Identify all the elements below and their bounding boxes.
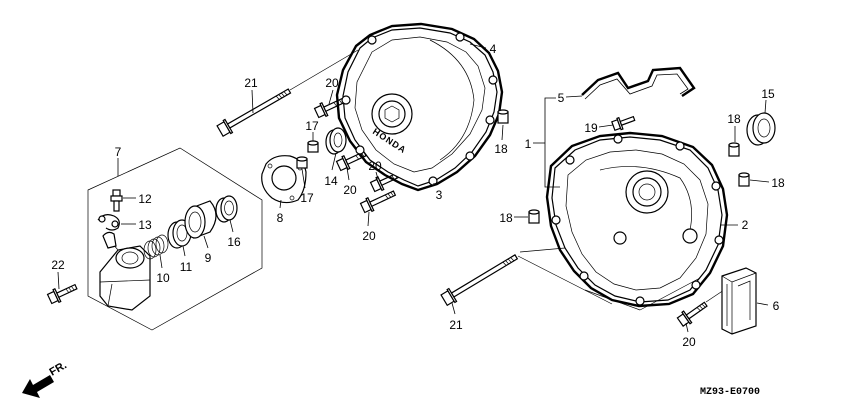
sleeve-9	[184, 200, 217, 239]
long-bolt-21-top	[216, 88, 292, 138]
callout-20-bottom: 20	[682, 335, 696, 349]
clutch-slave-cylinder-7	[99, 231, 151, 311]
callout-10: 10	[156, 271, 170, 285]
clutch-cover-2	[545, 131, 729, 308]
callout-20-low: 20	[362, 229, 376, 243]
bolt-20-low	[359, 190, 397, 214]
callout-19: 19	[584, 121, 598, 135]
guide-line	[289, 49, 359, 91]
callout-20-mid: 20	[343, 183, 357, 197]
callout-9: 9	[205, 251, 212, 265]
bleeder-screw-12	[110, 189, 123, 212]
callout-3: 3	[436, 188, 443, 202]
bolt-22	[46, 283, 78, 305]
callout-18-cover: 18	[494, 142, 508, 156]
callout-18-right: 18	[771, 176, 785, 190]
long-bolt-21-bottom	[440, 254, 519, 307]
callout-18-left: 18	[499, 211, 513, 225]
assembly-guide-lines	[517, 247, 725, 311]
callout-2: 2	[742, 218, 749, 232]
rubber-cover-6	[721, 267, 757, 335]
callout-21-top: 21	[244, 76, 258, 90]
front-direction-indicator: FR.	[22, 359, 69, 398]
callout-17-top: 17	[305, 119, 319, 133]
oil-seal-14	[325, 127, 347, 155]
gasket-8	[261, 155, 307, 204]
bolt-20-top	[313, 97, 345, 119]
dowel-pin-17-low	[296, 156, 308, 169]
front-direction-label: FR.	[48, 359, 69, 378]
callout-22: 22	[51, 258, 65, 272]
callout-12: 12	[138, 192, 152, 206]
callout-labels: 4 21 20 17 18 5 1 19 15 18 18 7 12 13 22…	[51, 42, 785, 349]
callout-21-bottom: 21	[449, 318, 463, 332]
callout-7: 7	[115, 145, 122, 159]
bolt-19	[611, 115, 636, 132]
dowel-pin-18-left	[528, 209, 540, 224]
oil-seal-15	[746, 112, 776, 146]
cover-gasket-4	[335, 22, 504, 192]
bearing-16	[215, 195, 238, 223]
dowel-pin-18-upper-right	[728, 142, 740, 157]
diagram-code: MZ93-E0700	[700, 387, 760, 398]
callout-5: 5	[558, 91, 565, 105]
callout-4: 4	[490, 42, 497, 56]
wire-guide-bracket-5	[581, 66, 696, 100]
callout-20-mid2: 20	[368, 159, 382, 173]
callout-18-upper-right: 18	[727, 112, 741, 126]
callout-11: 11	[180, 260, 193, 274]
front-arrow-icon	[22, 375, 54, 398]
bolt-20-bottom	[676, 301, 708, 327]
callout-20-top: 20	[325, 76, 339, 90]
callout-16: 16	[227, 235, 241, 249]
callout-13: 13	[138, 218, 152, 232]
callout-14: 14	[324, 174, 338, 188]
dowel-pin-18-cover	[497, 109, 509, 124]
callout-17-low: 17	[300, 191, 314, 205]
right-crankcase-cover-3: HONDA	[335, 22, 504, 192]
dowel-pin-17-top	[307, 140, 319, 153]
leader-lines	[57, 43, 770, 333]
callout-8: 8	[277, 211, 284, 225]
spring-10	[143, 234, 169, 260]
callout-6: 6	[773, 299, 780, 313]
callout-15: 15	[761, 87, 775, 101]
callout-1: 1	[525, 137, 532, 151]
hose-clip-13	[97, 214, 120, 231]
dowel-pin-18-right	[738, 172, 750, 187]
assembly-group-box	[87, 147, 263, 331]
